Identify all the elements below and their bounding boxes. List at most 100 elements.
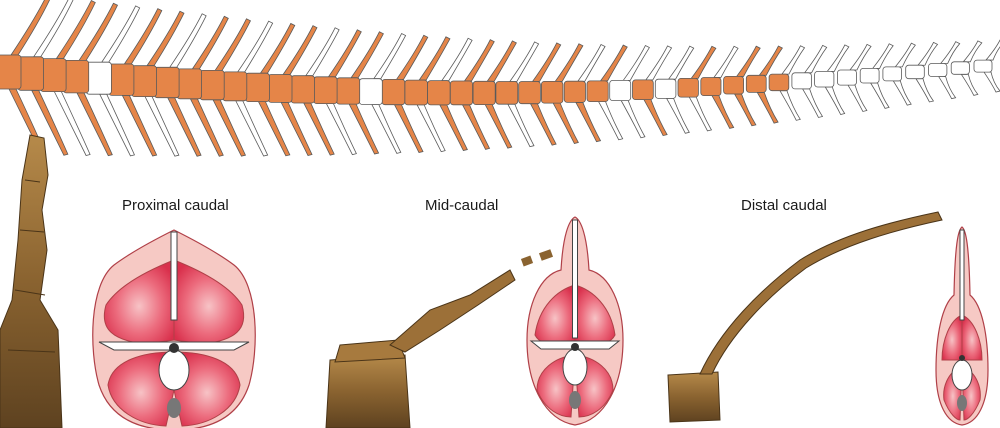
vertebral-centrum bbox=[108, 63, 135, 96]
vertebral-centrum bbox=[586, 80, 609, 103]
neural-spine bbox=[985, 39, 1000, 61]
vertebral-centrum bbox=[40, 58, 67, 92]
neural-spine bbox=[894, 42, 916, 68]
neural-spine bbox=[282, 25, 318, 75]
vertebral-centrum bbox=[472, 80, 496, 106]
vertebral-centrum bbox=[518, 81, 541, 105]
chevron-bone bbox=[76, 92, 113, 157]
chevron-bone bbox=[643, 99, 668, 137]
vertebral-centrum bbox=[404, 79, 428, 106]
vertebral-centrum bbox=[336, 77, 361, 105]
chevron-bone bbox=[280, 101, 313, 157]
vertebral-centrum bbox=[814, 71, 835, 88]
vertebral-centrum bbox=[62, 60, 90, 94]
vertebral-centrum bbox=[313, 76, 338, 105]
vertebral-centrum bbox=[358, 78, 383, 105]
vertebral-centrum bbox=[905, 64, 925, 80]
neural-spine bbox=[214, 18, 252, 71]
chevron-bone bbox=[575, 102, 602, 143]
neural-spine bbox=[395, 34, 429, 80]
mid-caudal-fossil-vertebra bbox=[325, 249, 554, 428]
neural-spine bbox=[418, 36, 451, 81]
chevron-bone bbox=[892, 80, 912, 106]
neural-spine bbox=[917, 41, 939, 66]
neural-spine bbox=[327, 29, 362, 78]
distal-caudal-cross-section bbox=[935, 226, 989, 426]
vertebral-centrum bbox=[541, 81, 564, 104]
chevron-bone bbox=[31, 89, 69, 156]
chevron-bone bbox=[371, 104, 402, 154]
vertebral-centrum bbox=[791, 72, 812, 90]
chevron-bone bbox=[869, 82, 890, 109]
neural-spine bbox=[146, 10, 185, 67]
neural-spine bbox=[781, 45, 806, 75]
label-mid-caudal: Mid-caudal bbox=[425, 197, 499, 214]
neural-spine bbox=[259, 22, 296, 74]
vertebral-centrum bbox=[632, 79, 654, 101]
vertebral-centrum bbox=[267, 74, 293, 103]
neural-spine bbox=[939, 41, 961, 64]
neural-spine bbox=[735, 45, 761, 77]
chevron-bone bbox=[461, 104, 491, 150]
neural-spine bbox=[10, 0, 50, 56]
chevron-bone bbox=[484, 104, 513, 149]
vertebral-centrum bbox=[745, 74, 767, 93]
vertebral-centrum bbox=[0, 54, 22, 90]
vertebral-centrum bbox=[677, 78, 699, 98]
chevron-bone bbox=[212, 99, 247, 157]
vertebral-centrum bbox=[563, 80, 586, 103]
vertebral-centrum bbox=[837, 69, 857, 86]
vertebral-centrum bbox=[768, 73, 790, 92]
neural-spine bbox=[78, 2, 119, 61]
vertebral-centrum bbox=[131, 65, 157, 97]
vertebral-centrum bbox=[654, 78, 677, 99]
neural-spine bbox=[55, 0, 96, 60]
neural-spine bbox=[100, 5, 141, 63]
chevron-bone bbox=[507, 103, 535, 148]
neural-spine bbox=[123, 8, 163, 65]
neural-spine bbox=[871, 43, 894, 69]
neural-spine bbox=[849, 43, 872, 71]
chevron-bone bbox=[121, 95, 158, 157]
chevron-bone bbox=[983, 71, 1000, 93]
neural-spine bbox=[531, 42, 562, 82]
distal-caudal-fossil-vertebra bbox=[667, 211, 943, 423]
vertebral-centrum bbox=[950, 61, 970, 75]
neural-spine bbox=[962, 40, 983, 63]
vertebral-centrum bbox=[449, 80, 473, 106]
neural-spine bbox=[486, 40, 517, 82]
chevron-bone bbox=[529, 103, 557, 146]
neural-spine bbox=[554, 43, 584, 82]
chevron-bone bbox=[416, 104, 446, 153]
neural-spine bbox=[350, 31, 384, 79]
chevron-bone bbox=[824, 86, 846, 115]
neural-spine bbox=[236, 20, 274, 73]
vertebral-centrum bbox=[222, 71, 248, 102]
vertebral-centrum bbox=[290, 75, 316, 104]
vertebral-centrum bbox=[176, 68, 203, 100]
chevron-bone bbox=[937, 76, 957, 100]
neural-spine bbox=[622, 45, 650, 81]
neural-spine bbox=[690, 45, 717, 79]
chevron-bone bbox=[144, 96, 180, 157]
fossil-partial-spine-left bbox=[0, 134, 63, 428]
chevron-bone bbox=[53, 91, 91, 156]
neural-spine bbox=[305, 27, 340, 77]
chevron-bone bbox=[303, 102, 335, 156]
vertebral-centrum bbox=[973, 59, 993, 73]
neural-spine bbox=[32, 0, 74, 58]
neural-spine bbox=[645, 45, 673, 81]
chevron-bone bbox=[756, 92, 779, 124]
chevron-bone bbox=[801, 88, 824, 118]
neural-spine bbox=[758, 45, 783, 76]
chevron-bone bbox=[620, 100, 646, 139]
vertebral-centrum bbox=[85, 61, 112, 95]
chevron-bone bbox=[99, 93, 136, 157]
chevron-bone bbox=[733, 93, 757, 127]
vertebral-centrum bbox=[723, 76, 744, 95]
chevron-bone bbox=[779, 90, 801, 121]
chevron-bone bbox=[597, 101, 624, 141]
vertebral-centrum bbox=[882, 66, 903, 82]
chevron-bone bbox=[189, 98, 224, 157]
